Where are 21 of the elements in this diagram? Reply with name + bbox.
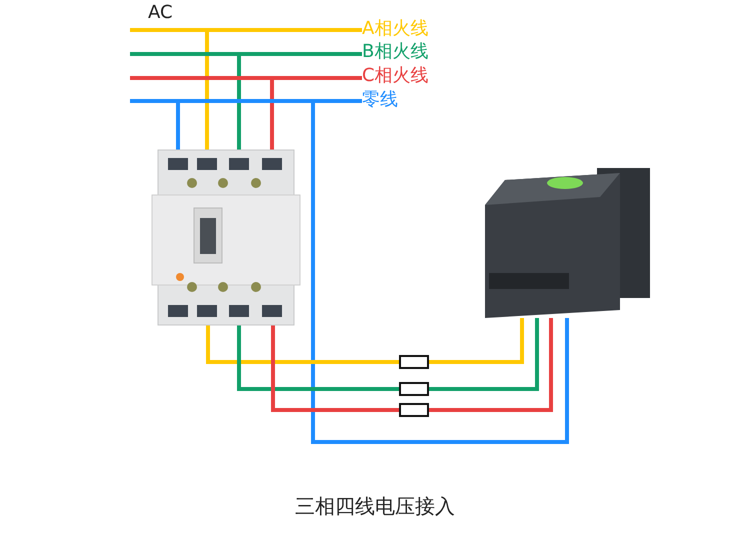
wire [128, 28, 362, 150]
fuse-symbol [399, 355, 429, 369]
fuse-symbol [399, 382, 429, 396]
wire [428, 318, 553, 412]
wire-label: A相火线 [362, 20, 428, 38]
wire [128, 76, 362, 150]
wire-label: B相火线 [362, 43, 428, 61]
fuse-symbol [399, 403, 429, 417]
wire [428, 318, 524, 364]
wire [311, 99, 569, 444]
wire [128, 52, 362, 150]
supply-label: AC [148, 4, 173, 22]
wire-label: 零线 [362, 91, 398, 109]
wire [428, 318, 539, 391]
power-meter-drawing [485, 168, 650, 318]
wire [271, 325, 400, 412]
circuit-breaker-drawing [152, 150, 300, 326]
wire [206, 325, 400, 364]
wire-label: C相火线 [362, 67, 429, 85]
wire [237, 325, 400, 391]
caption: 三相四线电压接入 [294, 496, 456, 516]
